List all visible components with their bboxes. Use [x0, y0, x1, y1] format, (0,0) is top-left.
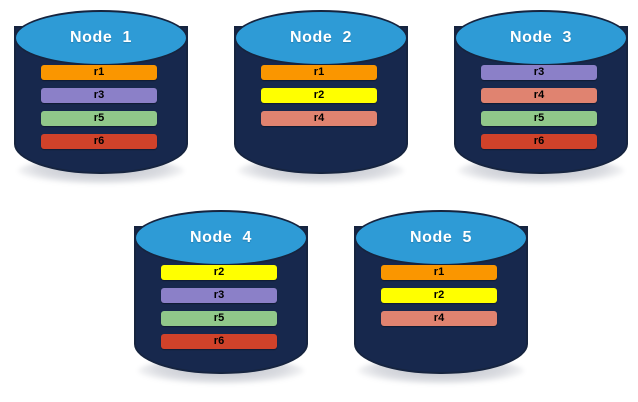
replica-list: r2 r3 r5 r6: [161, 265, 277, 349]
replica-bar[interactable]: r6: [41, 134, 157, 149]
replica-bar[interactable]: r1: [41, 65, 157, 80]
replica-bar[interactable]: r5: [481, 111, 597, 126]
cylinder-top-ellipse: [454, 10, 628, 66]
replica-bar[interactable]: r2: [161, 265, 277, 280]
replica-bar[interactable]: r1: [381, 265, 497, 280]
replica-bar[interactable]: r4: [261, 111, 377, 126]
replica-bar[interactable]: r4: [381, 311, 497, 326]
replica-bar[interactable]: r3: [481, 65, 597, 80]
replica-list: r1 r2 r4: [381, 265, 497, 326]
replica-list: r3 r4 r5 r6: [481, 65, 597, 149]
replica-bar[interactable]: r6: [161, 334, 277, 349]
replica-bar[interactable]: r2: [381, 288, 497, 303]
replica-bar[interactable]: r3: [161, 288, 277, 303]
replica-bar[interactable]: r2: [261, 88, 377, 103]
replica-bar[interactable]: r3: [41, 88, 157, 103]
replica-bar[interactable]: r1: [261, 65, 377, 80]
replica-bar[interactable]: r6: [481, 134, 597, 149]
replica-list: r1 r2 r4: [261, 65, 377, 126]
replica-bar[interactable]: r4: [481, 88, 597, 103]
cylinder-top-ellipse: [234, 10, 408, 66]
replica-bar[interactable]: r5: [161, 311, 277, 326]
replica-bar[interactable]: r5: [41, 111, 157, 126]
cylinder-top-ellipse: [14, 10, 188, 66]
replica-list: r1 r3 r5 r6: [41, 65, 157, 149]
cylinder-top-ellipse: [354, 210, 528, 266]
cylinder-top-ellipse: [134, 210, 308, 266]
